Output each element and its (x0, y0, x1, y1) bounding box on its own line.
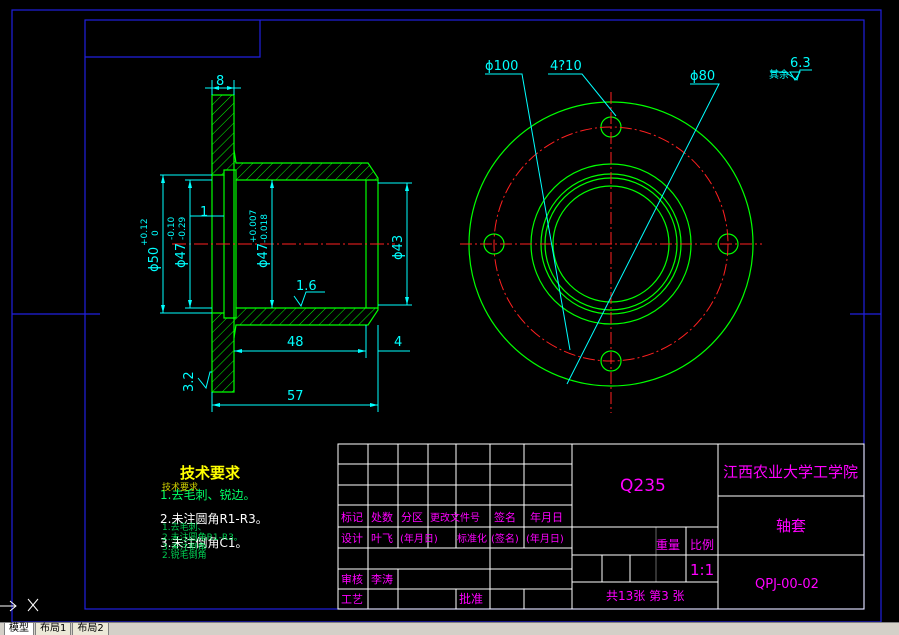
scale-value: 1:1 (690, 561, 714, 579)
process-label: 工艺 (341, 593, 363, 606)
dim-chamfer-length: 4 (394, 335, 402, 350)
approve-label: 批准 (459, 591, 483, 606)
hdr-sign: 签名 (494, 510, 516, 524)
section-view: 8 1 48 4 57 1.6 3.2 ϕ50 ϕ47 ϕ47 ϕ43 +0.1… (140, 74, 412, 412)
label-holes: 4?10 (550, 59, 582, 74)
dim-bore-shoulder-upper: -0.10 (167, 216, 177, 240)
part-name: 轴套 (776, 517, 806, 535)
notes-item-3: 3.未注倒角C1。 (160, 535, 247, 550)
label-pcd: ϕ100 (485, 59, 518, 74)
check-name: 李涛 (371, 572, 393, 586)
dim-shaft-od: ϕ43 (391, 235, 406, 260)
section-hatch-upper (211, 94, 379, 181)
dim-flange-width: 8 (216, 74, 224, 89)
label-inner: ϕ80 (690, 69, 715, 84)
weight-label: 重量 (656, 538, 680, 552)
hdr-count: 处数 (371, 511, 393, 524)
notes-overlap-4: 2.锐毛倒角 (162, 549, 207, 561)
dim-bore-lower: -0.018 (260, 214, 270, 243)
layout-tab-bar: 模型 布局1 布局2 (0, 622, 899, 635)
front-view: ϕ100 4?10 ϕ80 6.3 其余 (460, 56, 812, 413)
hdr-change-doc: 更改文件号 (430, 511, 480, 524)
roughness-other-prefix: 其余 (769, 68, 789, 81)
outer-border (11, 9, 882, 623)
design-label: 设计 (341, 532, 363, 545)
hdr-mark: 标记 (341, 510, 363, 524)
design-name: 叶飞 (371, 532, 393, 545)
check-label: 审核 (341, 572, 363, 586)
standardize-label: 标准化 (457, 532, 487, 545)
dim-bore-length: 48 (287, 335, 304, 350)
tab-layout-2[interactable]: 布局2 (72, 622, 109, 635)
dim-bore: ϕ47 (256, 243, 271, 268)
dim-od-flange: ϕ50 (147, 247, 162, 272)
drawing-number: QPJ-00-02 (755, 577, 819, 592)
dim-bore-shoulder-lower: -0.29 (178, 216, 188, 240)
roughness-flange: 3.2 (182, 371, 197, 392)
sheet-count: 共13张 第3 张 (606, 589, 685, 603)
drawing-frame (11, 9, 882, 623)
hdr-date: 年月日 (530, 510, 563, 524)
tab-layout-1[interactable]: 布局1 (35, 622, 72, 635)
dim-od-flange-upper: +0.12 (140, 218, 150, 246)
roughness-inner: 1.6 (296, 279, 317, 294)
dim-total-length: 57 (287, 389, 304, 404)
notes-overlap-1: 1.去毛刺、 (162, 521, 207, 533)
dim-bore-shoulder: ϕ47 (174, 243, 189, 268)
notes-item-2: 2.未注圆角R1-R3。 (160, 511, 268, 526)
corner-box (85, 20, 261, 58)
dim-bore-upper: +0.007 (249, 210, 259, 243)
material: Q235 (620, 476, 666, 496)
roughness-other: 6.3 (790, 56, 811, 71)
title-block: Q235 江西农业大学工学院 轴套 QPJ-00-02 重量 比例 1:1 共1… (337, 443, 865, 610)
notes-overlap-3: 3.未注倒角 (162, 541, 207, 553)
notes-heading: 技术要求 (180, 464, 241, 482)
bolt-hole-bottom (600, 350, 622, 372)
school-name: 江西农业大学工学院 (723, 463, 858, 481)
standardize-sign: (签名) (491, 532, 519, 545)
dim-od-flange-lower: 0 (151, 230, 161, 236)
notes-overlap-2: 2.未注圆角R1-R3。 (162, 531, 243, 543)
hdr-zone: 分区 (401, 511, 423, 524)
tab-model[interactable]: 模型 (4, 622, 34, 635)
notes-overlap-heading: 技术要求 (162, 481, 198, 493)
ucs-icon (0, 598, 39, 612)
dim-step: 1 (200, 205, 208, 220)
technical-notes: 技术要求 1.去毛刺、锐边。 2.未注圆角R1-R3。 3.未注倒角C1。 技术… (160, 464, 268, 561)
design-date: (年月日) (400, 532, 438, 545)
notes-item-1: 1.去毛刺、锐边。 (160, 488, 255, 502)
scale-label: 比例 (690, 538, 714, 552)
section-hatch-lower (211, 307, 379, 393)
standardize-date: (年月日) (526, 532, 564, 545)
